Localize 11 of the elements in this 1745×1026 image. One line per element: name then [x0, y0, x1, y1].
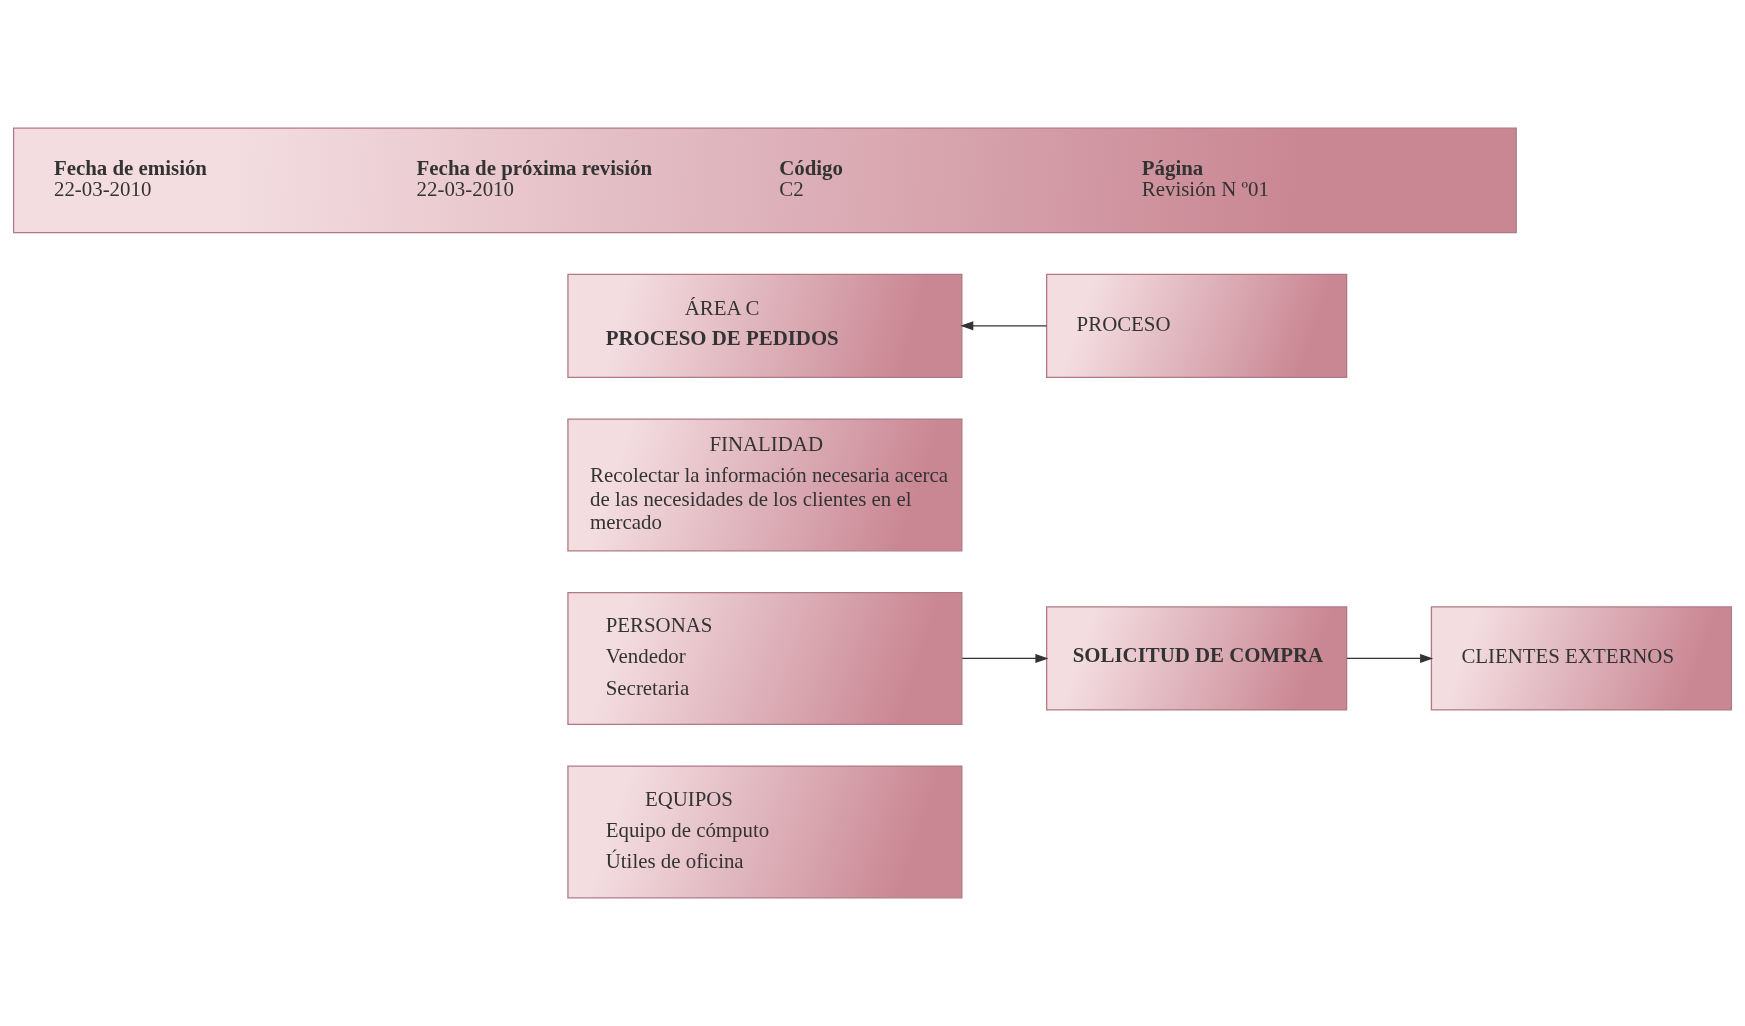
node-box: PERSONAS Vendedor Secretaria [567, 591, 963, 725]
arrow [960, 321, 1048, 331]
node-box: CLIENTES EXTERNOS [1430, 606, 1733, 711]
node-box: SOLICITUD DE COMPRA [1046, 606, 1348, 711]
node-box: ÁREA C PROCESO DE PEDIDOS [567, 273, 963, 378]
node-box: PROCESO [1046, 273, 1348, 378]
node-box: Fecha de emisión 22-03-2010 Fecha de próxima revisión 22-03-2010 Código C2 Página Revisión N º01 [12, 127, 1517, 234]
node-box: FINALIDAD Recolectar la información necesaria acerca de las necesidades de los clientes en el mercado [567, 418, 963, 552]
node-box: EQUIPOS Equipo de cómputo Útiles de oficina [567, 765, 963, 899]
arrow [1346, 653, 1434, 663]
arrow [961, 653, 1049, 663]
